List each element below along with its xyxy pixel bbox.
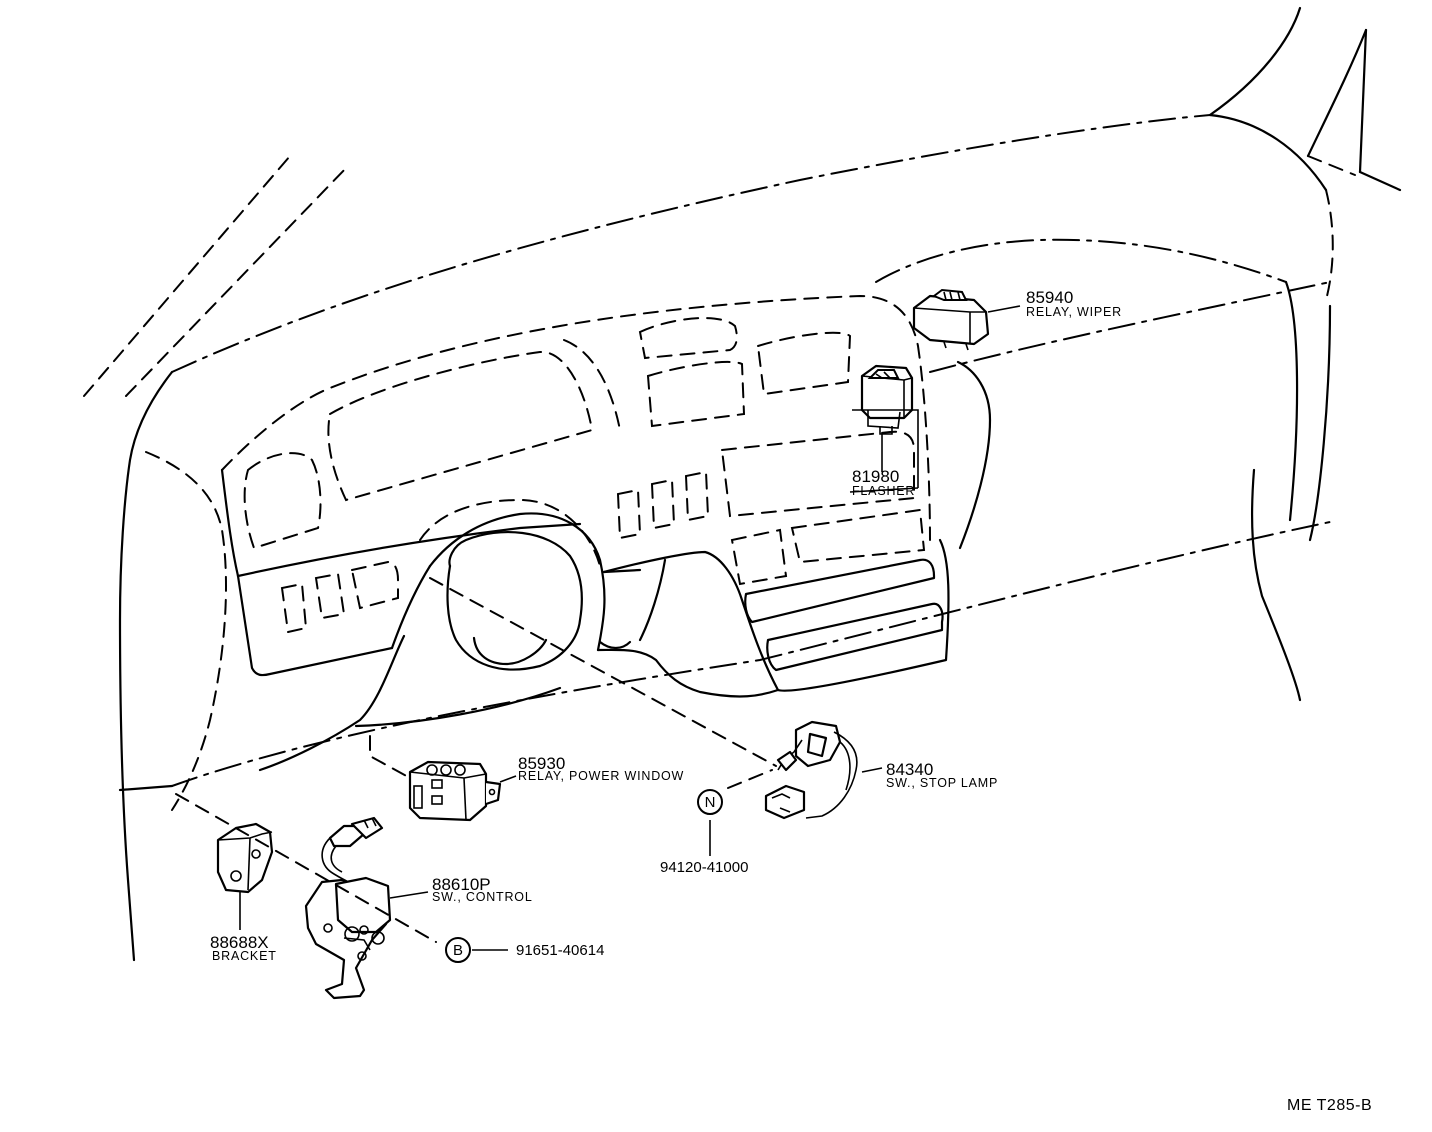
part-number-85930: 85930 [518,754,565,773]
bracket [216,822,274,930]
part-desc-85930: RELAY, POWER WINDOW [518,769,684,783]
instrument-panel [220,294,950,779]
part-desc-88688X: BRACKET [212,949,277,963]
part-number-85940: 85940 [1026,288,1073,307]
vehicle-outline [83,6,1402,962]
label-88610P: 88610P SW., CONTROL [432,875,533,904]
label-85940: 85940 RELAY, WIPER [1026,288,1122,319]
label-84340: 84340 SW., STOP LAMP [886,760,998,790]
fastener-n-number: 94120-41000 [660,859,748,876]
leader-lines [175,577,777,951]
relay-power-window [408,760,517,822]
fastener-n-symbol: N [705,794,716,811]
part-number-88688X: 88688X [210,933,269,952]
label-81980: 81980 FLASHER [852,467,915,498]
part-desc-84340: SW., STOP LAMP [886,776,998,790]
stop-lamp-switch [764,720,883,820]
part-number-88610P: 88610P [432,875,491,894]
label-88688X: 88688X BRACKET [210,933,277,963]
fastener-b: B 91651-40614 [445,937,604,963]
relay-wiper [912,288,1021,351]
part-number-84340: 84340 [886,760,933,779]
flasher [849,364,919,493]
part-desc-88610P: SW., CONTROL [432,890,533,904]
part-desc-85940: RELAY, WIPER [1026,305,1122,319]
fastener-n: N 94120-41000 [660,789,748,876]
label-85930: 85930 RELAY, POWER WINDOW [518,754,684,783]
fastener-b-symbol: B [453,942,463,959]
part-number-81980: 81980 [852,467,899,486]
diagram-code: ME T285-B [1287,1097,1372,1114]
control-switch [304,816,429,1000]
fastener-b-number: 91651-40614 [516,942,604,959]
part-desc-81980: FLASHER [852,484,915,498]
